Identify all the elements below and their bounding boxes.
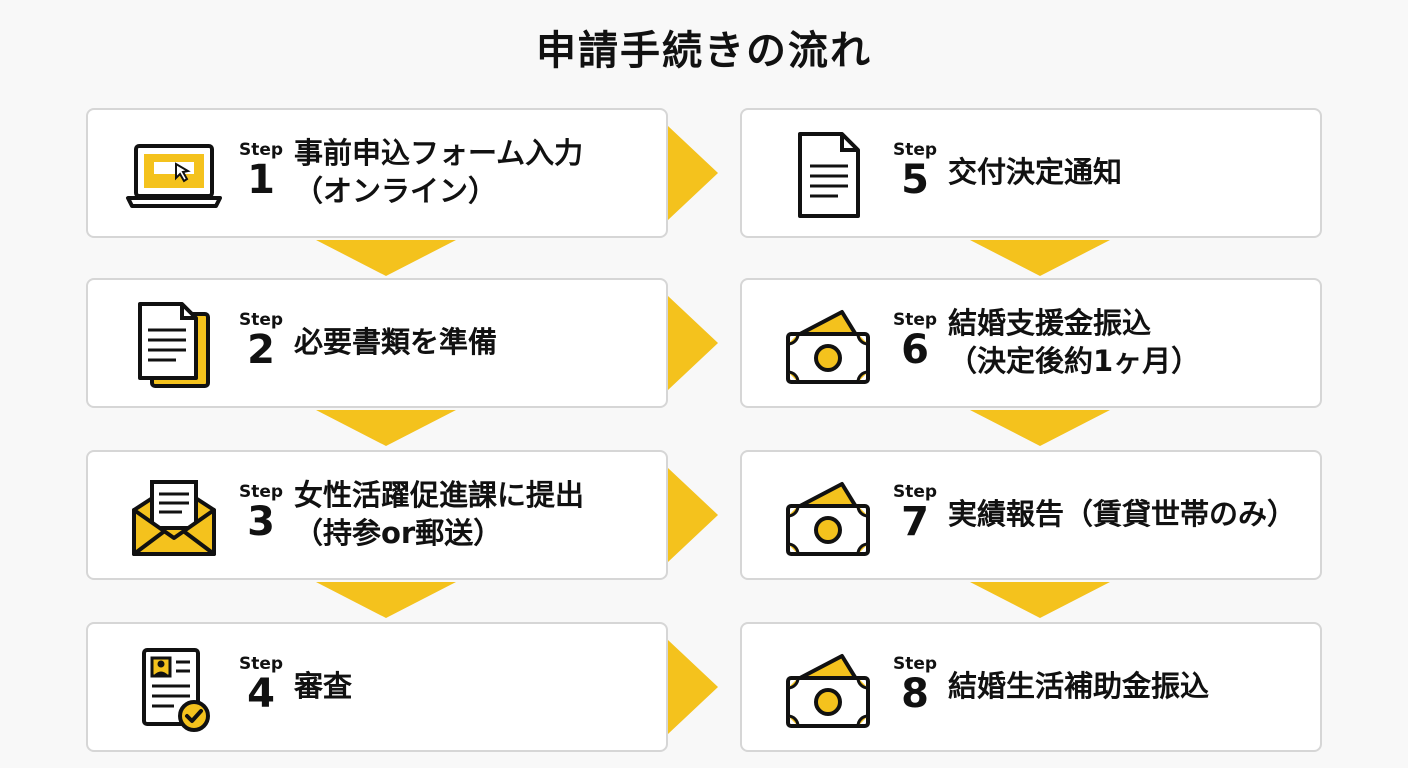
step-text: 実績報告（賃貸世帯のみ） bbox=[948, 452, 1318, 578]
arrow-down-icon bbox=[316, 240, 456, 276]
step-card-4: Step 4 審査 bbox=[86, 622, 668, 752]
page-title: 申請手続きの流れ bbox=[536, 28, 872, 74]
step-text-line1: 交付決定通知 bbox=[948, 155, 1123, 190]
review-document-icon bbox=[124, 644, 224, 734]
step-card-3: Step 3 女性活躍促進課に提出 （持参or郵送） bbox=[86, 450, 668, 580]
arrow-right-icon bbox=[668, 468, 718, 562]
step-text-line2: （決定後約1ヶ月） bbox=[948, 344, 1201, 378]
step-label: Step bbox=[892, 310, 938, 330]
step-number: 5 bbox=[901, 157, 929, 203]
step-text-line1: 必要書類を準備 bbox=[294, 325, 498, 360]
step-card-1: Step 1 事前申込フォーム入力 （オンライン） bbox=[86, 108, 668, 238]
money-icon bbox=[778, 644, 878, 734]
step-text: 女性活躍促進課に提出 （持参or郵送） bbox=[294, 452, 664, 578]
envelope-icon bbox=[124, 472, 224, 562]
arrow-right-icon bbox=[668, 640, 718, 734]
money-icon bbox=[778, 300, 878, 390]
step-text-line1: 結婚生活補助金振込 bbox=[948, 669, 1210, 704]
step-number: 6 bbox=[901, 327, 929, 373]
step-label: Step bbox=[892, 140, 938, 160]
step-label: Step bbox=[238, 654, 284, 674]
arrow-down-icon bbox=[970, 240, 1110, 276]
step-text-line1: 実績報告（賃貸世帯のみ） bbox=[948, 497, 1297, 532]
arrow-right-icon bbox=[668, 296, 718, 390]
arrow-down-icon bbox=[316, 410, 456, 446]
step-number: 4 bbox=[247, 671, 275, 717]
step-text-line1: 結婚支援金振込 bbox=[948, 306, 1152, 341]
step-text-line1: 審査 bbox=[294, 669, 353, 704]
arrow-down-icon bbox=[970, 410, 1110, 446]
step-text-line1: 事前申込フォーム入力 bbox=[294, 136, 584, 171]
step-text-line2: （持参or郵送） bbox=[294, 516, 503, 550]
step-card-8: Step 8 結婚生活補助金振込 bbox=[740, 622, 1322, 752]
step-card-5: Step 5 交付決定通知 bbox=[740, 108, 1322, 238]
step-card-7: Step 7 実績報告（賃貸世帯のみ） bbox=[740, 450, 1322, 580]
money-icon bbox=[778, 472, 878, 562]
document-icon bbox=[778, 130, 878, 220]
step-label: Step bbox=[238, 140, 284, 160]
step-label: Step bbox=[892, 482, 938, 502]
arrow-right-icon bbox=[668, 126, 718, 220]
laptop-icon bbox=[124, 130, 224, 220]
step-number: 1 bbox=[247, 157, 275, 203]
step-label: Step bbox=[892, 654, 938, 674]
step-label: Step bbox=[238, 310, 284, 330]
step-number: 8 bbox=[901, 671, 929, 717]
step-text: 審査 bbox=[294, 624, 664, 750]
arrow-down-icon bbox=[970, 582, 1110, 618]
arrow-down-icon bbox=[316, 582, 456, 618]
step-text: 結婚支援金振込 （決定後約1ヶ月） bbox=[948, 280, 1318, 406]
step-card-6: Step 6 結婚支援金振込 （決定後約1ヶ月） bbox=[740, 278, 1322, 408]
step-text: 交付決定通知 bbox=[948, 110, 1318, 236]
step-number: 3 bbox=[247, 499, 275, 545]
step-text: 必要書類を準備 bbox=[294, 280, 664, 406]
step-label: Step bbox=[238, 482, 284, 502]
step-text-line2: （オンライン） bbox=[294, 174, 498, 208]
step-number: 7 bbox=[901, 499, 929, 545]
step-card-2: Step 2 必要書類を準備 bbox=[86, 278, 668, 408]
step-text: 事前申込フォーム入力 （オンライン） bbox=[294, 110, 664, 236]
step-text: 結婚生活補助金振込 bbox=[948, 624, 1318, 750]
step-number: 2 bbox=[247, 327, 275, 373]
step-text-line1: 女性活躍促進課に提出 bbox=[294, 478, 585, 513]
documents-icon bbox=[124, 300, 224, 390]
